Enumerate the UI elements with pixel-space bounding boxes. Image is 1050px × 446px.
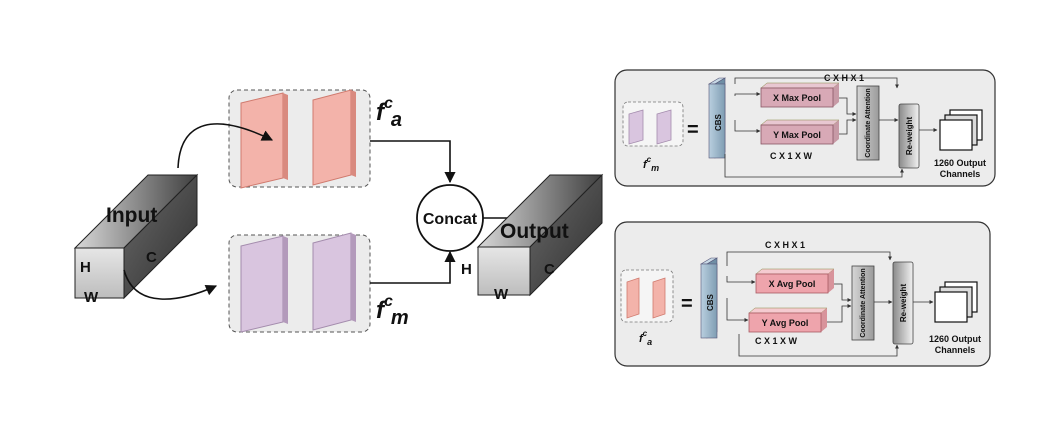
max-bypass-bottom [724,154,904,178]
avg-reweight-label: Re-weight [899,284,908,323]
max-bottom-dim: C X 1 X W [770,151,813,161]
max-output-line2: Channels [940,169,981,179]
avg-ypool-label: Y Avg Pool [762,318,809,328]
output-h-label: H [461,261,472,278]
avg-pool-module: fca = CBS C X H X 1 X Avg Pool Y Avg Poo… [614,221,991,367]
avg-output-stack [934,281,978,323]
output-tensor-block [476,173,604,297]
avg-symbol-slab-2 [652,277,666,319]
max-symbol-slab-1 [628,109,644,145]
max-ypool-label: Y Max Pool [773,130,821,140]
max-output-stack [939,109,983,151]
avg-bottom-dim: C X 1 X W [755,336,798,346]
fcm-feature-slab-2 [312,232,356,331]
input-tensor-block [73,173,199,300]
max-reweight-block [898,103,920,169]
max-top-dim: C X H X 1 [824,73,864,83]
avg-output-line1: 1260 Output [929,334,981,344]
input-h-label: H [80,259,91,276]
max-pool-module: fcm = CBS C X H X 1 X Max Pool Y Max Poo… [614,69,996,187]
fca-feature-slab-1 [240,92,288,189]
input-c-label: C [146,249,157,266]
max-equals-sign: = [687,119,699,141]
avg-arrow-to-ypool [726,298,749,322]
avg-coord-attention-block [851,265,875,341]
output-label: Output [500,220,569,243]
max-symbol-slab-2 [656,109,672,145]
avg-symbol-slab-1 [626,277,640,319]
output-w-label: W [494,286,509,303]
max-xpool-label: X Max Pool [773,93,821,103]
max-ypool-block [760,119,840,145]
max-arrow-to-xpool [734,92,761,96]
avg-output-line2: Channels [935,345,976,355]
max-arrow-ypool-to-ca [839,118,857,135]
avg-xpool-label: X Avg Pool [769,279,816,289]
avg-arrow-xpool-to-ca [834,283,852,302]
arrow-input-to-fcm [123,269,218,300]
avg-arrow-ypool-to-ca [827,304,852,323]
max-output-line1: 1260 Output [934,158,986,168]
avg-cbs-block [699,257,719,339]
avg-bypass-bottom [738,334,899,357]
max-bypass-top [734,77,899,89]
max-cbs-label: CBS [714,113,723,131]
avg-symbol-label: fca [639,329,652,347]
fcm-feature-slab-1 [240,235,288,333]
arrow-fca-to-concat [370,140,456,184]
avg-reweight-block [892,261,914,345]
max-symbol-label: fcm [643,155,659,173]
input-w-label: W [84,289,99,306]
avg-top-dim: C X H X 1 [765,240,805,250]
input-label: Input [106,204,157,227]
arrow-fcm-to-concat [370,250,456,284]
fca-feature-slab-2 [312,89,356,186]
avg-bypass-top [726,251,892,266]
max-arrow-to-ypool [734,120,761,133]
concat-label: Concat [423,211,478,228]
avg-coord-attention-label: Coordinate Attention [860,268,867,337]
max-xpool-block [760,82,840,108]
avg-cbs-label: CBS [706,293,715,311]
avg-xpool-block [755,268,835,294]
arrow-input-to-fca [177,123,274,169]
max-reweight-label: Re-weight [905,117,914,156]
avg-arrow-to-xpool [726,276,756,284]
max-cbs-block [707,77,727,159]
max-coord-attention-label: Coordinate Attention [865,88,872,157]
max-arrow-xpool-to-ca [839,97,857,116]
avg-ypool-block [748,307,828,333]
max-coord-attention-block [856,85,880,161]
avg-equals-sign: = [681,293,693,315]
output-c-label: C [544,261,555,278]
